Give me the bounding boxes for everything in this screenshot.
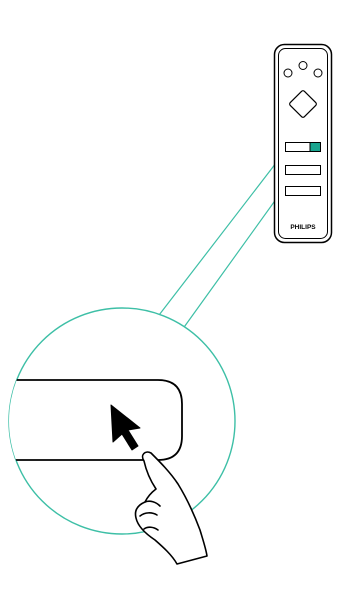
remote-button-2 — [286, 166, 321, 175]
remote-brand-label: PHILIPS — [290, 224, 316, 231]
magnified-button-view — [0, 380, 182, 460]
remote-round-button-right — [314, 69, 322, 77]
remote-button-3 — [286, 187, 321, 196]
remote-round-button-left — [284, 69, 292, 77]
remote-button-1-highlight — [310, 143, 321, 152]
magnified-button-outline — [0, 380, 182, 460]
remote-round-button-center — [299, 62, 307, 70]
remote-control: PHILIPS — [275, 45, 332, 243]
